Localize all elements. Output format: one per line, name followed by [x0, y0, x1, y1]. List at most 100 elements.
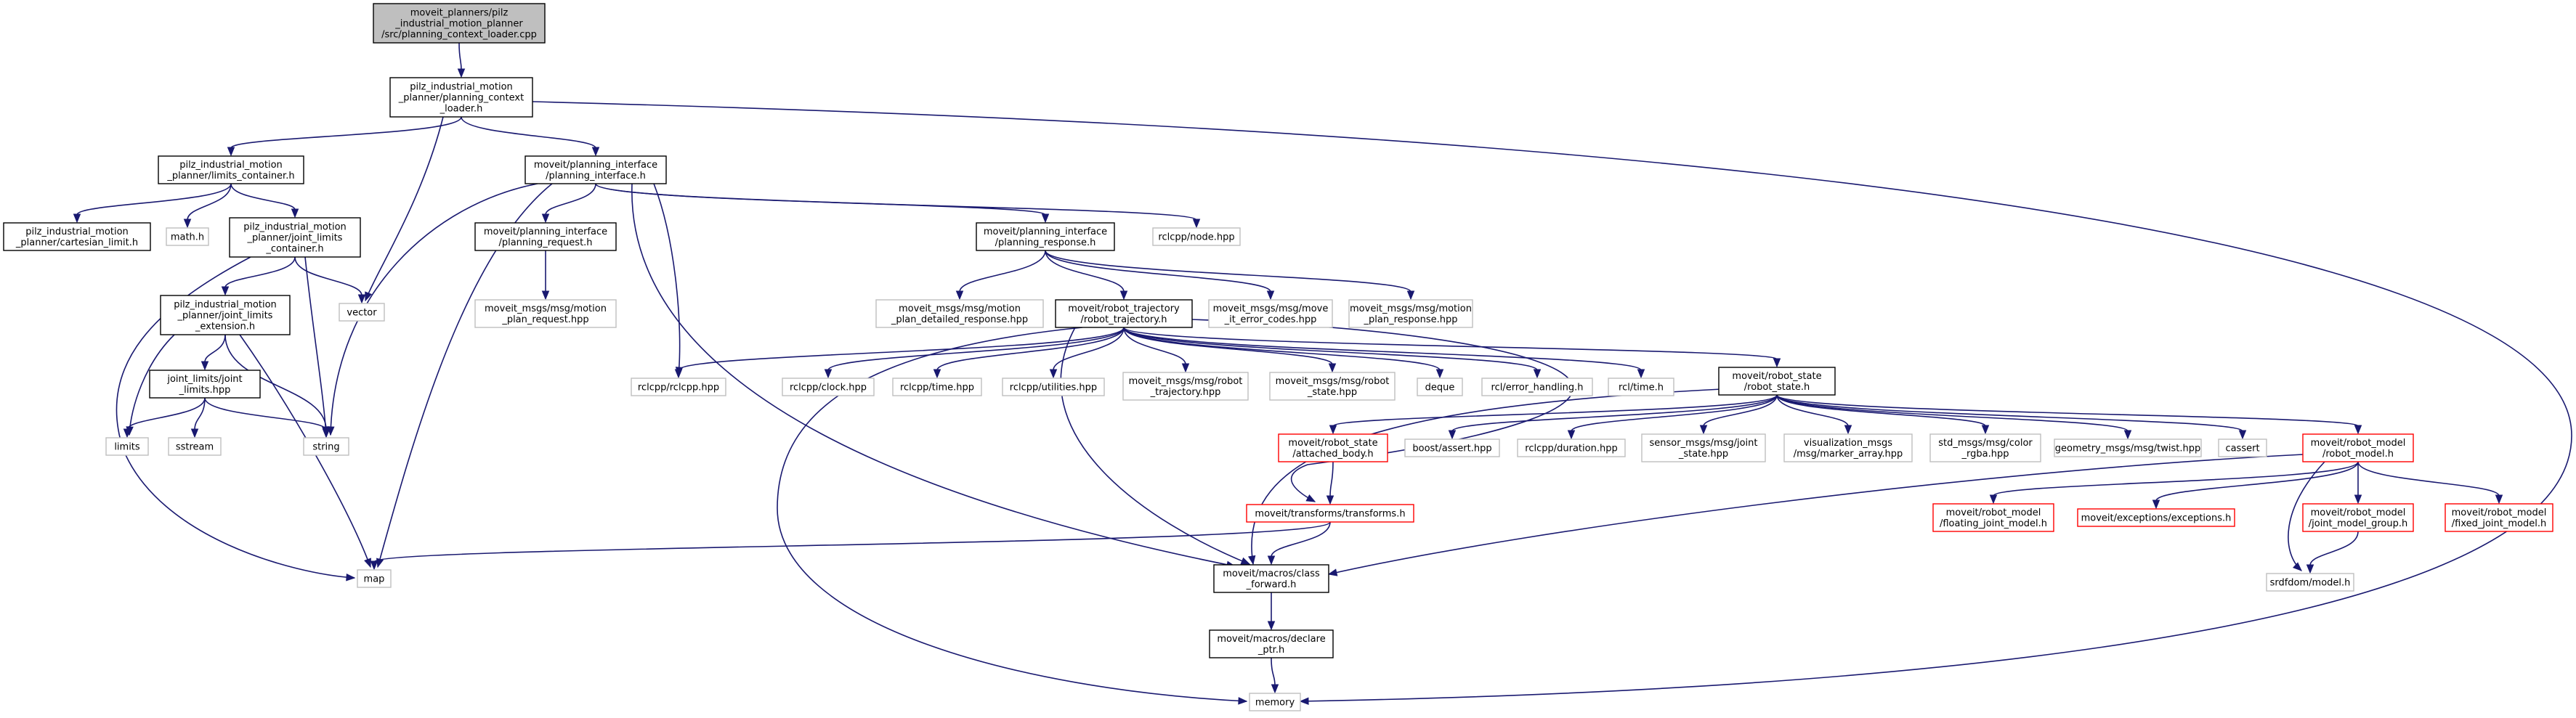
node-label-line: _state.hpp — [1678, 449, 1728, 460]
node-box — [160, 295, 291, 335]
file-node-bassert[interactable]: boost/assert.hpp — [1404, 438, 1500, 457]
edge-arrowhead — [1238, 697, 1248, 705]
edge-arrowhead — [2495, 494, 2503, 505]
file-node-mpreq[interactable]: moveit_msgs/msg/motion_plan_request.hpp — [474, 299, 617, 328]
edge-dp-to-memory — [1271, 657, 1276, 686]
file-node-clock[interactable]: rclcpp/clock.hpp — [782, 378, 875, 396]
edge-arrowhead — [1266, 290, 1275, 301]
edge-arrowhead — [955, 290, 964, 301]
node-label-line: joint_limits/joint — [166, 374, 242, 385]
file-node-pcl[interactable]: pilz_industrial_motion_planner/planning_… — [389, 77, 533, 118]
edge-rs-to-ab — [1332, 394, 1778, 427]
file-node-rclcpp[interactable]: rclcpp/rclcpp.hpp — [631, 378, 726, 396]
file-node-lc[interactable]: pilz_industrial_motion_planner/limits_co… — [158, 155, 304, 184]
file-node-memory[interactable]: memory — [1249, 693, 1301, 711]
edge-arrowhead — [227, 147, 235, 157]
node-label-line: rclcpp/clock.hpp — [790, 383, 867, 393]
file-node-srdf[interactable]: srdfdom/model.h — [2266, 573, 2354, 592]
node-label-line: /planning_interface.h — [546, 171, 646, 181]
node-label-line: _it_error_codes.hpp — [1224, 314, 1317, 325]
node-label-line: _plan_request.hpp — [501, 314, 588, 325]
edge-arrowhead — [824, 369, 833, 379]
file-node-limits[interactable]: limits — [105, 437, 149, 456]
node-box — [2302, 433, 2414, 462]
file-node-pi[interactable]: moveit/planning_interface/planning_inter… — [524, 155, 667, 184]
node-box — [1246, 504, 1414, 523]
file-node-rcltime[interactable]: rcl/time.h — [1608, 378, 1674, 396]
file-node-fjm[interactable]: moveit/robot_model/floating_joint_model.… — [1932, 503, 2054, 532]
file-node-jle[interactable]: pilz_industrial_motion_planner/joint_lim… — [160, 295, 291, 335]
node-label-line: _industrial_motion_planner — [394, 19, 523, 30]
file-node-rclnode[interactable]: rclcpp/node.hpp — [1152, 227, 1241, 246]
node-box — [524, 155, 667, 184]
file-node-dp[interactable]: moveit/macros/declare_ptr.h — [1209, 629, 1334, 658]
file-node-color[interactable]: std_msgs/msg/color_rgba.hpp — [1929, 433, 2041, 462]
file-node-dur[interactable]: rclcpp/duration.hpp — [1517, 438, 1626, 457]
file-node-preq[interactable]: moveit/planning_interface/planning_reque… — [474, 222, 617, 251]
file-node-mrt[interactable]: moveit_msgs/msg/robot_trajectory.hpp — [1122, 372, 1249, 401]
edge-rt-to-tf — [1191, 319, 1574, 502]
node-box — [357, 569, 392, 588]
edge-rt-to-util — [1053, 327, 1125, 371]
file-node-mpdr[interactable]: moveit_msgs/msg/motion_plan_detailed_res… — [875, 299, 1044, 328]
file-node-jlc[interactable]: pilz_industrial_motion_planner/joint_lim… — [229, 217, 361, 258]
node-label-line: cassert — [2225, 444, 2259, 454]
file-node-mrs[interactable]: moveit_msgs/msg/robot_state.hpp — [1269, 372, 1396, 401]
file-node-ab[interactable]: moveit/robot_state/attached_body.h — [1278, 433, 1388, 462]
file-node-presp[interactable]: moveit/planning_interface/planning_respo… — [976, 222, 1115, 251]
edge-jle-to-jll — [204, 334, 226, 363]
file-node-rt[interactable]: moveit/robot_trajectory/robot_trajectory… — [1055, 299, 1193, 328]
node-label-line: srdfdom/model.h — [2270, 578, 2351, 589]
edge-arrowhead — [322, 428, 331, 438]
edge-jlc-to-string — [304, 256, 327, 436]
edge-presp-to-rt — [1045, 250, 1125, 293]
node-label-line: /joint_model_group.h — [2309, 518, 2408, 529]
file-node-rs[interactable]: moveit/robot_state/robot_state.h — [1718, 367, 1836, 396]
node-label-line: moveit_msgs/msg/motion — [899, 303, 1021, 314]
file-node-vector[interactable]: vector — [339, 303, 385, 322]
edge-jle-to-map — [239, 334, 371, 568]
file-node-math[interactable]: math.h — [166, 227, 209, 246]
file-node-cassert[interactable]: cassert — [2218, 438, 2267, 457]
node-label-line: _planner/cartesian_limit.h — [15, 237, 138, 248]
edge-jlc-to-jle — [224, 256, 296, 288]
file-node-util[interactable]: rclcpp/utilities.hpp — [1002, 378, 1105, 396]
node-box — [105, 437, 149, 456]
edge-rm-to-fixj — [2357, 461, 2500, 497]
node-label-line: /robot_model.h — [2322, 449, 2394, 460]
file-node-map[interactable]: map — [357, 569, 392, 588]
node-label-line: vector — [347, 308, 377, 319]
file-node-cart[interactable]: pilz_industrial_motion_planner/cartesian… — [3, 222, 151, 251]
edge-arrowhead — [1567, 430, 1576, 440]
edge-arrowhead — [1406, 290, 1415, 301]
file-node-rclerr[interactable]: rcl/error_handling.h — [1481, 378, 1593, 396]
file-node-sstream[interactable]: sstream — [168, 437, 222, 456]
file-node-cf[interactable]: moveit/macros/class_forward.h — [1213, 564, 1329, 593]
node-label-line: moveit/robot_trajectory — [1068, 303, 1180, 314]
node-label-line: moveit/macros/class — [1223, 568, 1320, 579]
file-node-deque[interactable]: deque — [1417, 378, 1463, 396]
file-node-mpr[interactable]: moveit_msgs/msg/motion_plan_response.hpp — [1348, 299, 1473, 328]
file-node-root[interactable]: moveit_planners/pilz_industrial_motion_p… — [373, 3, 546, 44]
node-box — [373, 3, 546, 44]
file-node-mec[interactable]: moveit_msgs/msg/move_it_error_codes.hpp — [1208, 299, 1333, 328]
file-node-time[interactable]: rclcpp/time.hpp — [892, 378, 982, 396]
edge-pi-to-cf — [631, 183, 1236, 567]
file-node-jmg[interactable]: moveit/robot_model/joint_model_group.h — [2302, 503, 2414, 532]
file-node-twist[interactable]: geometry_msgs/msg/twist.hpp — [2054, 438, 2202, 457]
file-node-exc[interactable]: moveit/exceptions/exceptions.h — [2077, 508, 2235, 527]
node-label-line: moveit/planning_interface — [984, 227, 1107, 237]
file-node-tf[interactable]: moveit/transforms/transforms.h — [1246, 504, 1414, 523]
file-node-vma[interactable]: visualization_msgs/msg/marker_array.hpp — [1783, 433, 1913, 462]
file-node-sjs[interactable]: sensor_msgs/msg/joint_state.hpp — [1641, 433, 1766, 462]
node-box — [2054, 438, 2202, 457]
file-node-fixj[interactable]: moveit/robot_model/fixed_joint_model.h — [2445, 503, 2553, 532]
edge-arrowhead — [1248, 555, 1256, 566]
node-box — [3, 222, 151, 251]
file-node-jll[interactable]: joint_limits/joint_limits.hpp — [149, 370, 261, 399]
file-nodes: moveit_planners/pilz_industrial_motion_p… — [3, 3, 2553, 711]
node-box — [1002, 378, 1105, 396]
file-node-string[interactable]: string — [303, 437, 349, 456]
file-node-rm[interactable]: moveit/robot_model/robot_model.h — [2302, 433, 2414, 462]
